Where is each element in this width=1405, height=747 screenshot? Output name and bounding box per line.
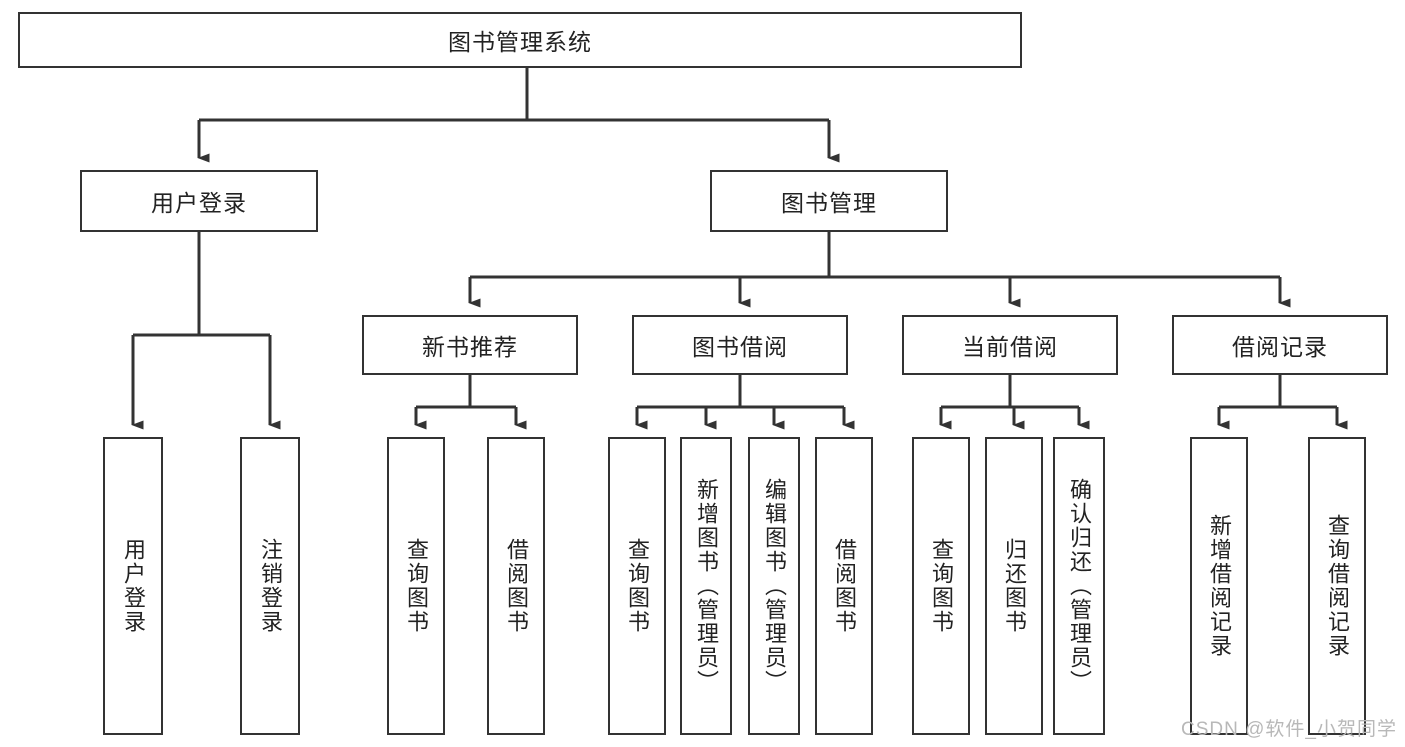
node-label: 归还图书 — [1002, 538, 1027, 634]
edge-book-borrow-to-leaves — [635, 375, 855, 430]
node-book-borrow[interactable]: 图书借阅 — [632, 315, 848, 375]
edge-current-borrow-to-leaves — [939, 375, 1090, 430]
watermark-text: CSDN @软件_小贺同学 — [1181, 719, 1397, 740]
edge-user-login-to-leaves — [131, 232, 281, 430]
node-leaf-borrow-book-rec[interactable]: 借阅图书 — [487, 437, 545, 735]
node-label: 借阅图书 — [504, 538, 529, 634]
node-user-login[interactable]: 用户登录 — [80, 170, 318, 232]
edge-book-manage-to-level3 — [468, 232, 1291, 308]
node-leaf-user-logout[interactable]: 注销登录 — [240, 437, 300, 735]
node-leaf-borrow-book[interactable]: 借阅图书 — [815, 437, 873, 735]
edge-borrow-record-to-leaves — [1217, 375, 1348, 430]
node-label: 新书推荐 — [422, 334, 518, 360]
node-leaf-add-book-admin[interactable]: 新增图书（管理员） — [680, 437, 732, 735]
node-leaf-return-book[interactable]: 归还图书 — [985, 437, 1043, 735]
node-label: 借阅记录 — [1232, 334, 1328, 360]
node-leaf-edit-book-admin[interactable]: 编辑图书（管理员） — [748, 437, 800, 735]
node-leaf-user-login[interactable]: 用户登录 — [103, 437, 163, 735]
node-label: 注销登录 — [258, 538, 283, 634]
node-leaf-query-book-current[interactable]: 查询图书 — [912, 437, 970, 735]
node-label: 新增图书（管理员） — [694, 478, 719, 694]
node-label: 借阅图书 — [832, 538, 857, 634]
node-label: 查询图书 — [929, 538, 954, 634]
node-label: 用户登录 — [151, 190, 247, 216]
node-book-manage[interactable]: 图书管理 — [710, 170, 948, 232]
node-label: 查询借阅记录 — [1325, 514, 1350, 658]
node-label: 确认归还（管理员） — [1067, 478, 1092, 694]
node-label: 用户登录 — [121, 538, 146, 634]
node-leaf-add-borrow-record[interactable]: 新增借阅记录 — [1190, 437, 1248, 735]
node-leaf-query-borrow-record[interactable]: 查询借阅记录 — [1308, 437, 1366, 735]
node-root-system[interactable]: 图书管理系统 — [18, 12, 1022, 68]
node-label: 编辑图书（管理员） — [762, 478, 787, 694]
edge-root-to-level2 — [197, 68, 840, 163]
node-leaf-confirm-return-admin[interactable]: 确认归还（管理员） — [1053, 437, 1105, 735]
node-label: 图书管理系统 — [448, 29, 592, 55]
node-label: 图书管理 — [781, 190, 877, 216]
node-label: 查询图书 — [404, 538, 429, 634]
node-leaf-query-book-rec[interactable]: 查询图书 — [387, 437, 445, 735]
node-current-borrow[interactable]: 当前借阅 — [902, 315, 1118, 375]
node-label: 图书借阅 — [692, 334, 788, 360]
node-label: 当前借阅 — [962, 334, 1058, 360]
edge-new-book-rec-to-leaves — [414, 375, 527, 430]
node-label: 查询图书 — [625, 538, 650, 634]
node-leaf-query-book-borrow[interactable]: 查询图书 — [608, 437, 666, 735]
node-label: 新增借阅记录 — [1207, 514, 1232, 658]
node-new-book-rec[interactable]: 新书推荐 — [362, 315, 578, 375]
node-borrow-record[interactable]: 借阅记录 — [1172, 315, 1388, 375]
